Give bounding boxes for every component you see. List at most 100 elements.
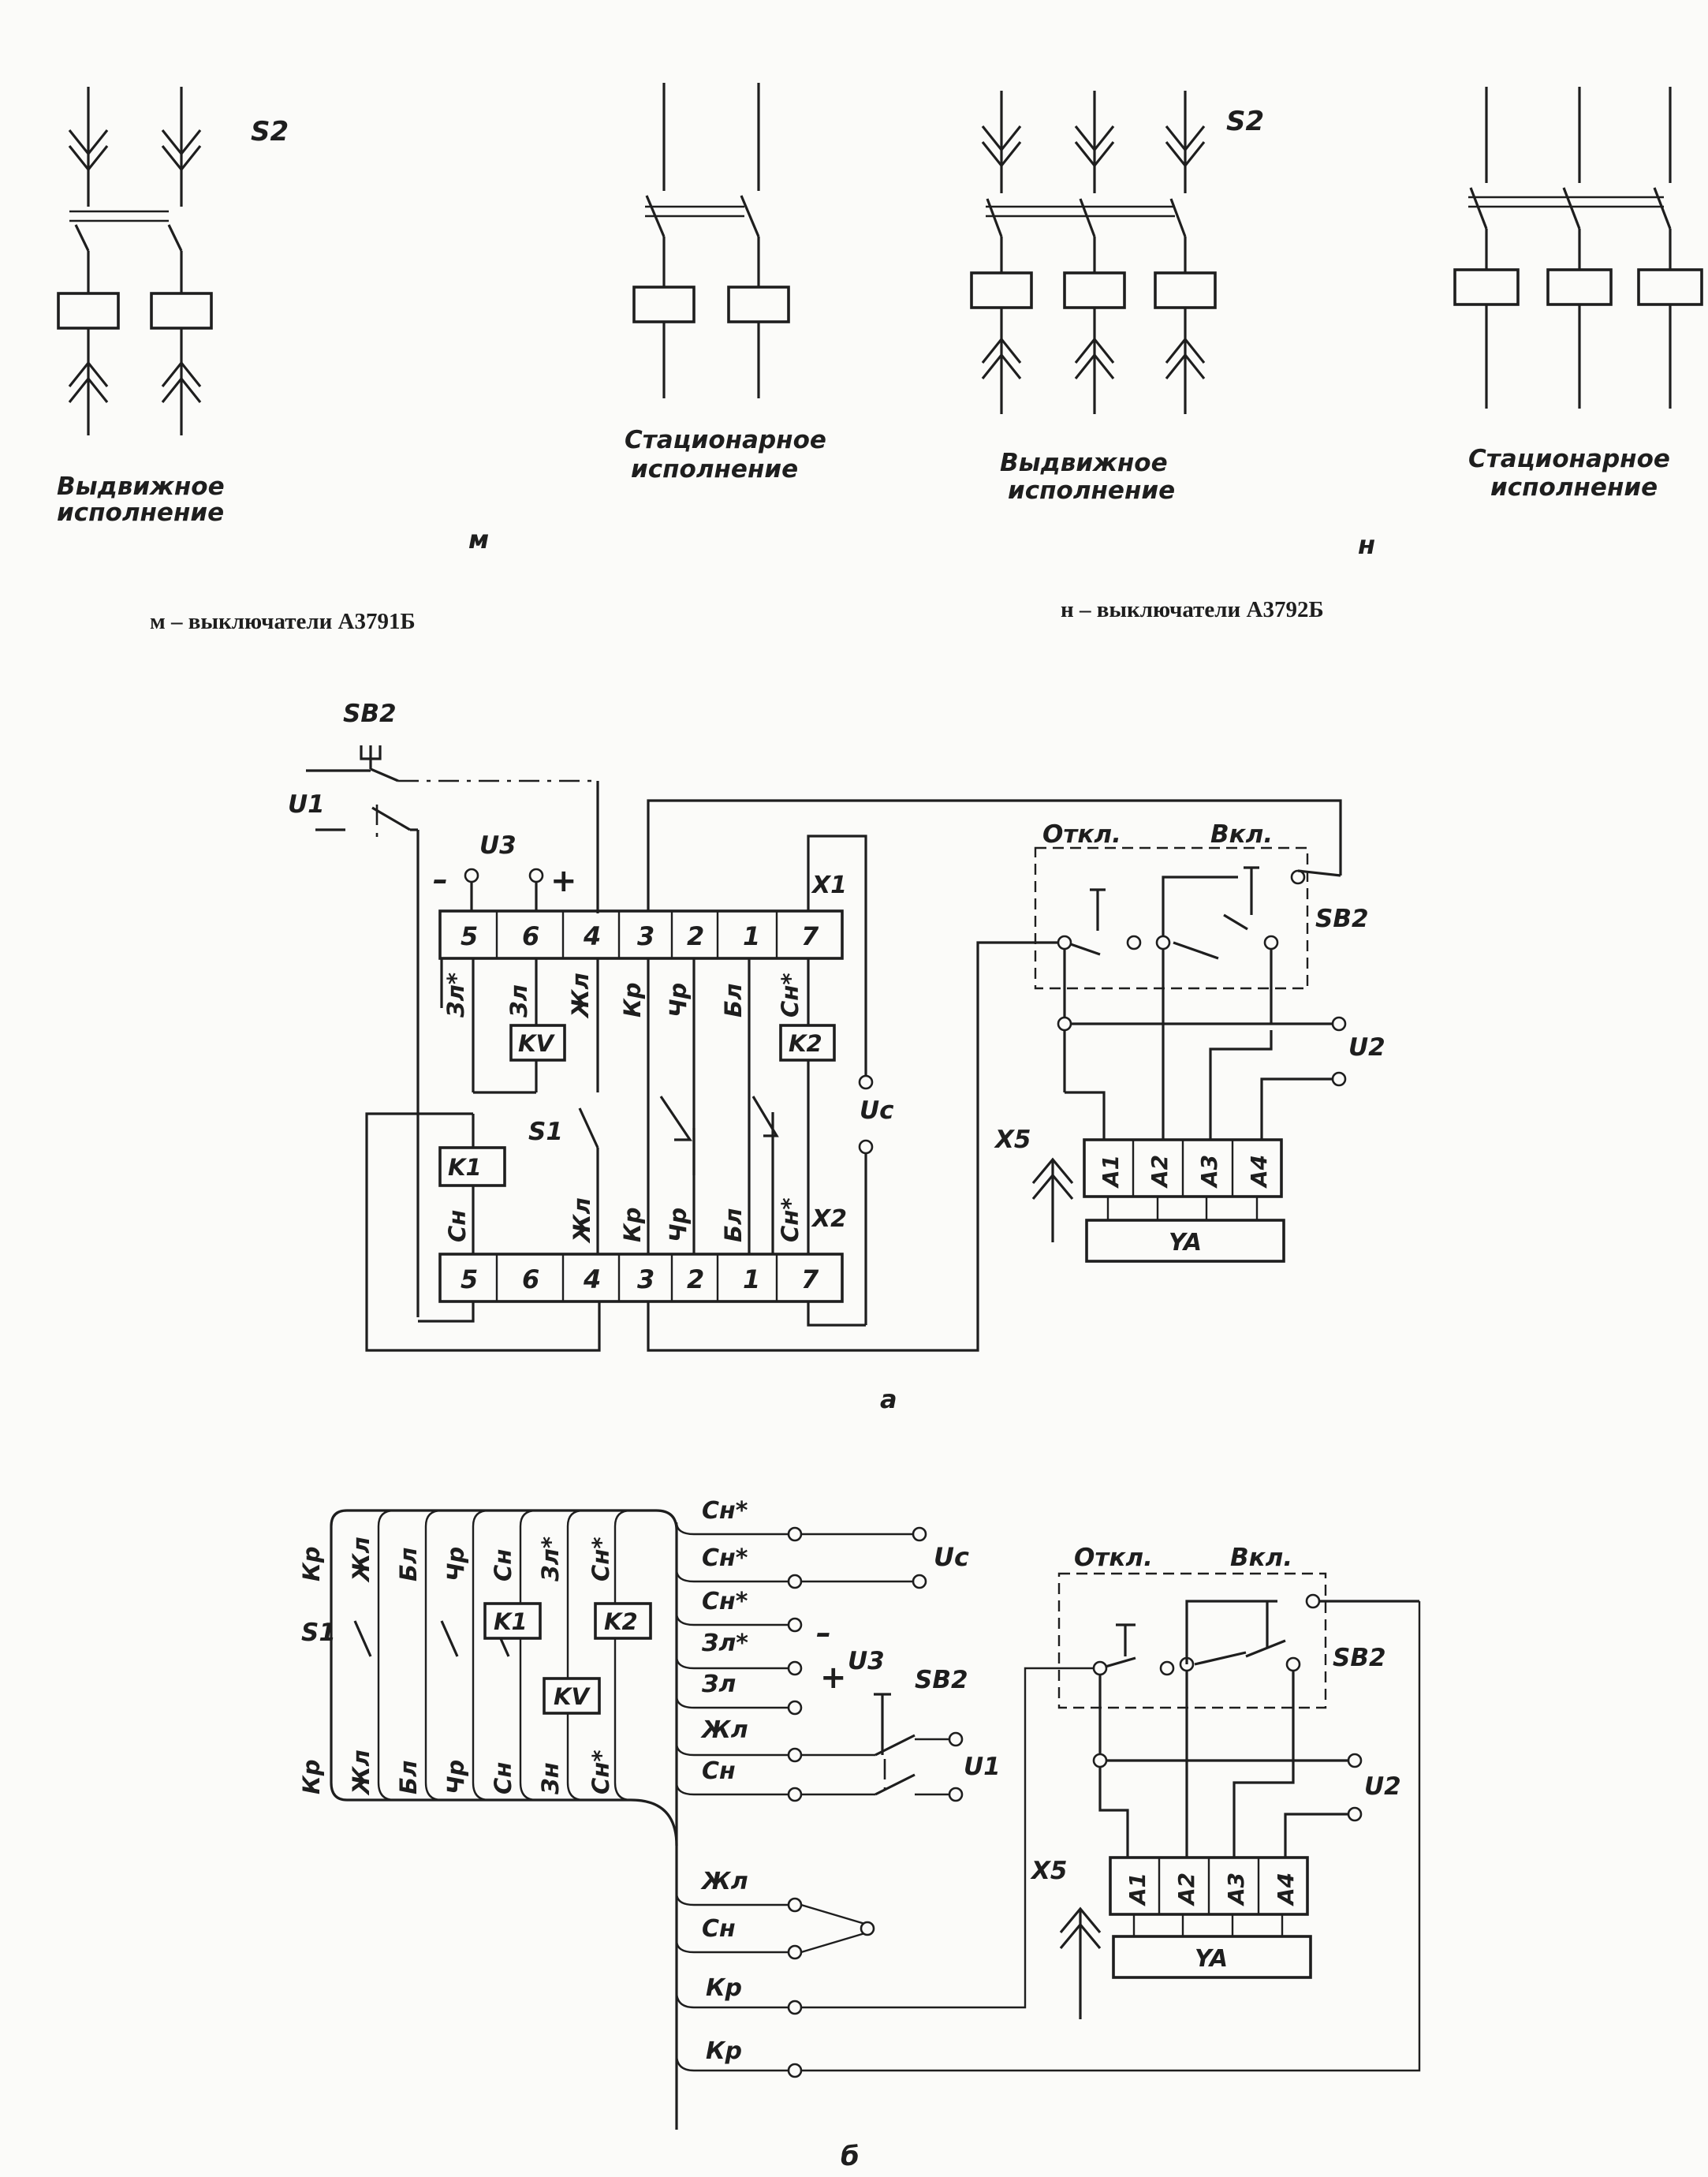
diagram-a [306,745,1347,1352]
diagram-b [330,1509,1421,2130]
b-wire-label: Кр [298,1760,325,1794]
a-wire-label: Сн* [777,973,804,1018]
a-x1-label: X1 [811,872,847,899]
b-wire-label: Бл [395,1761,422,1794]
a-u3-label: U3 [479,831,517,860]
b-ya-pin: A2 [1173,1873,1199,1906]
b-wire-label: Зл* [537,1537,564,1582]
b-wire-label: Сн [490,1762,517,1794]
b-k2-relay: K2 [604,1608,638,1635]
a-uc-label: Uc [860,1096,894,1125]
a-x1-pin: 4 [583,921,601,951]
fig-m-withdrawable-line1: Выдвижное [57,472,225,501]
a-wire-label: Зл* [442,973,469,1018]
b-bus-label: Жл [700,1868,748,1895]
b-ya-pin-labels: A1 A2 A3 A4 [1124,1873,1299,1906]
a-k1-relay: K1 [448,1154,482,1181]
fig-m-letter: м [468,525,489,555]
b-ya-pin: A3 [1223,1873,1249,1906]
a-x2-label: X2 [811,1205,847,1233]
a-ya-label: YA [1169,1229,1202,1257]
a-x1-pin: 7 [801,921,819,951]
b-bus-label: Кр [706,2037,742,2065]
b-x5-label: X5 [1030,1857,1067,1885]
a-x2-pin: 6 [522,1264,539,1294]
b-off-label: Откл. [1074,1544,1153,1572]
b-bus-label: Сн* [702,1588,748,1615]
b-wire-label: Зн [537,1762,564,1795]
a-s1-label: S1 [528,1118,563,1146]
a-ya-pin: A3 [1196,1155,1222,1189]
a-kv-relay: KV [518,1030,555,1057]
fig-n-withdrawable [970,91,1217,414]
a-wire-label: Кр [619,1208,646,1242]
a-x1-pin: 5 [461,921,478,951]
a-wire-label: Жл [569,1197,595,1244]
a-wire-label: Зл [505,984,532,1018]
b-u1-label: U1 [964,1753,1001,1781]
a-upper-wire-labels: Зл* Зл Жл Кр Чр Бл Сн* [442,973,804,1019]
a-sb2-label: SB2 [343,700,397,728]
b-sb2-right-label: SB2 [1333,1644,1386,1672]
a-x1-pin: 1 [743,921,760,951]
a-wire-label: Сн [444,1210,471,1242]
fig-n-s2-label: S2 [1226,106,1264,137]
a-x2-pin-labels: 5 6 4 3 2 1 7 [461,1264,819,1294]
a-x2-pin: 5 [461,1264,478,1294]
b-top-wire-labels: Кр Жл Бл Чр Сн Зл* Сн* [298,1537,614,1583]
b-k1-relay: K1 [494,1608,528,1635]
fig-n-letter: н [1358,530,1375,560]
b-bus-label: Сн* [702,1497,748,1525]
fig-n-stationary-line2: исполнение [1490,473,1658,502]
fig-n-stationary [1453,87,1703,409]
a-u1-label: U1 [288,790,325,819]
b-minus-sign: – [816,1615,831,1650]
b-wire-label: Жл [348,1537,375,1583]
a-u2-label: U2 [1348,1033,1385,1062]
a-minus-sign: – [433,862,448,897]
b-bus-label: Зл* [701,1630,748,1657]
fig-n-withdrawable-line1: Выдвижное [1000,449,1168,477]
b-bottom-wire-labels: Кр Жл Бл Чр Сн Зн Сн* [298,1749,614,1796]
b-wire-label: Сн [490,1549,517,1581]
fig-m-caption: м – выключатели А3791Б [150,609,416,634]
b-diagram-letter: б [841,2141,860,2172]
a-wire-label: Бл [720,1208,747,1242]
a-x2-pin: 3 [637,1264,654,1294]
b-wire-label: Чр [442,1547,469,1581]
fig-m-stationary-line1: Стационарное [625,426,826,454]
b-u2-label: U2 [1364,1772,1401,1801]
b-wire-label: Бл [395,1548,422,1581]
a-x2-pin: 7 [801,1264,819,1294]
a-x2-pin: 4 [583,1264,601,1294]
a-wire-label: Кр [619,983,646,1018]
a-diagram-letter: а [880,1384,897,1414]
a-x2-pin: 1 [743,1264,760,1294]
a-on-label: Вкл. [1210,820,1273,849]
b-wire-label: Кр [298,1547,325,1581]
b-ya-label: YA [1195,1945,1228,1973]
a-lower-wire-labels: Сн Жл Кр Чр Бл Сн* [444,1197,804,1244]
fig-n-withdrawable-line2: исполнение [1008,476,1175,505]
b-bus-label: Кр [706,1974,742,2002]
a-plus-sign: + [550,863,577,899]
a-x2-pin: 2 [687,1264,704,1294]
b-wire-label: Сн* [587,1537,614,1582]
fig-m-withdrawable [57,87,213,435]
a-x1-pin: 2 [687,921,704,951]
a-off-label: Откл. [1042,820,1121,849]
fig-n-stationary-line1: Стационарное [1468,445,1670,473]
b-kv-relay: KV [554,1683,591,1710]
b-sb2-label: SB2 [915,1666,968,1694]
a-x1-pin: 3 [637,921,654,951]
b-s1-label: S1 [301,1619,336,1647]
a-ya-pin: A2 [1147,1155,1173,1189]
a-k2-relay: K2 [789,1030,822,1057]
a-ya-pin: A4 [1246,1155,1272,1189]
b-on-label: Вкл. [1230,1544,1292,1572]
b-ya-pin: A1 [1124,1873,1150,1906]
b-wire-label: Жл [348,1749,375,1796]
b-wire-label: Сн* [587,1750,614,1795]
